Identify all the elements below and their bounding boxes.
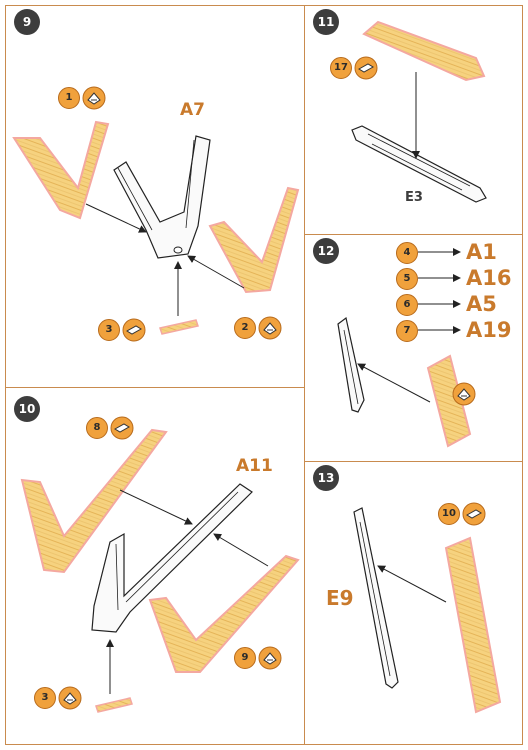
callout-ref: 10: [438, 502, 490, 526]
mapping-ref-number: 4: [396, 242, 418, 264]
callout-ref: 1: [58, 86, 110, 110]
callout-ref: 2: [234, 316, 286, 340]
panel-step-13: [304, 461, 523, 745]
mapping-part-a19: A19: [466, 318, 512, 342]
part-label-a7: A7: [180, 100, 205, 120]
callout-number: 3: [34, 687, 56, 709]
step-10-artwork: [20, 428, 300, 713]
callout-number: 10: [438, 503, 460, 525]
mapping-ref-number: 6: [396, 294, 418, 316]
callout-ref: 8: [86, 416, 138, 440]
step-number-12: 12: [313, 238, 339, 264]
callout-ref: 17: [330, 56, 382, 80]
step-number-9: 9: [14, 9, 40, 35]
glue-brush-icon: [258, 646, 282, 670]
glue-brush-icon: [258, 316, 282, 340]
step-12-artwork: [337, 248, 472, 448]
brush-callout: [452, 382, 478, 406]
callout-number: 1: [58, 87, 80, 109]
glue-brush-icon: [58, 686, 82, 710]
beam-e3: [351, 125, 487, 203]
mapping-part-a5: A5: [466, 292, 497, 316]
callout-ref: 3: [34, 686, 86, 710]
wood-part-right: [208, 186, 300, 294]
mapping-ref: 7: [396, 319, 418, 343]
mapping-ref: 6: [396, 293, 418, 317]
glue-brush-icon: [452, 382, 476, 406]
step-number-10: 10: [14, 396, 40, 422]
photo-etch-part-icon: [462, 502, 486, 526]
step-11-artwork: [351, 20, 487, 203]
mapping-ref-number: 5: [396, 268, 418, 290]
wood-part-upper: [20, 428, 168, 574]
wood-part-lower: [148, 554, 300, 673]
callout-number: 3: [98, 319, 120, 341]
small-strip-part-2: [95, 697, 133, 713]
strut-a11: [91, 483, 253, 633]
wood-strip-e9: [444, 536, 502, 714]
mapping-ref-number: 7: [396, 320, 418, 342]
part-label-e9: E9: [326, 586, 354, 610]
photo-etch-part-icon: [110, 416, 134, 440]
mapping-part-a16: A16: [466, 266, 512, 290]
small-strip-part: [159, 319, 199, 335]
photo-etch-part-icon: [354, 56, 378, 80]
callout-ref: 3: [98, 318, 150, 342]
callout-number: 2: [234, 317, 256, 339]
part-label-a11: A11: [236, 456, 273, 476]
glue-brush-icon: [82, 86, 106, 110]
wood-strip-step-12: [426, 354, 472, 448]
callout-number: 17: [330, 57, 352, 79]
callout-ref: 9: [234, 646, 286, 670]
callout-number: 8: [86, 417, 108, 439]
mapping-ref: 5: [396, 267, 418, 291]
callout-number: 9: [234, 647, 256, 669]
mapping-part-a1: A1: [466, 240, 497, 264]
step-9-artwork: [12, 120, 300, 335]
step-number-13: 13: [313, 465, 339, 491]
step-13-artwork: [353, 507, 502, 714]
strut-e9: [353, 507, 399, 689]
wood-part-left: [12, 120, 110, 220]
step-number-11: 11: [313, 9, 339, 35]
photo-etch-part-icon: [122, 318, 146, 342]
mapping-ref: 4: [396, 241, 418, 265]
wood-sheet-e3: [362, 20, 486, 82]
part-label-e3: E3: [405, 190, 423, 205]
